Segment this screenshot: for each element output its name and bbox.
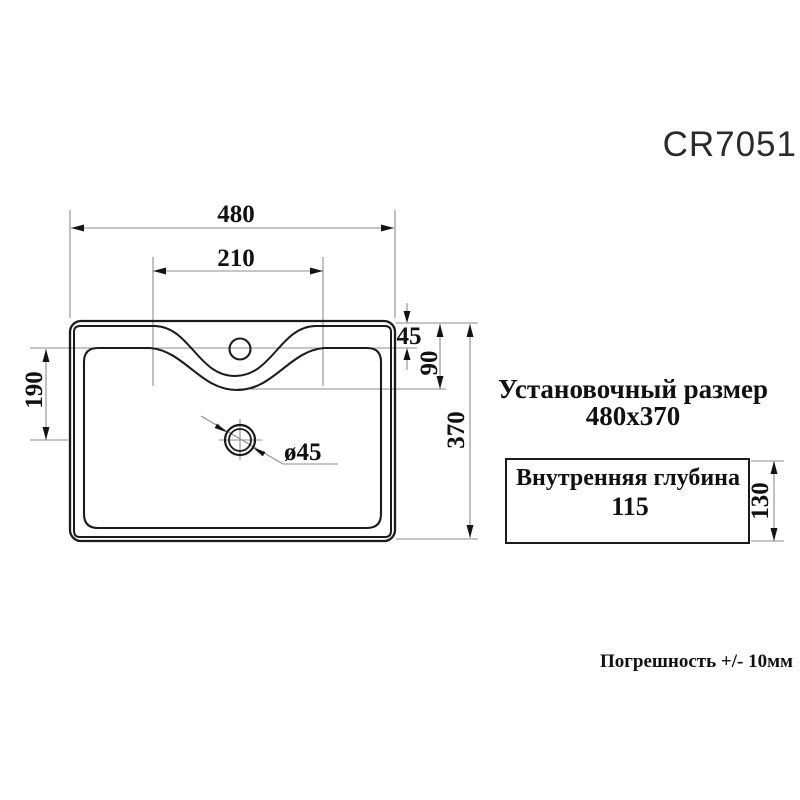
arrowhead-icon (403, 311, 411, 323)
dim-hole-to-drain-label: 190 (21, 371, 48, 409)
arrowhead-icon (466, 324, 474, 337)
arrowhead-icon (42, 427, 50, 440)
dim-overall-width-label: 480 (217, 201, 255, 228)
drain-hole-outer (223, 423, 257, 457)
arrowhead-icon (770, 461, 778, 474)
dim-hole-spacing-label: 210 (217, 245, 255, 272)
arrowhead-icon (436, 376, 444, 389)
inner-depth-label: Внутренняя глубина (516, 465, 740, 491)
arrowhead-icon (466, 525, 474, 538)
side-view: Внутренняя глубина 115 130 (505, 458, 784, 544)
arrowhead-icon (381, 224, 394, 232)
arrowhead-icon (42, 349, 50, 362)
arrowhead-icon (310, 267, 323, 275)
dimension-45: 45 (397, 303, 422, 370)
arrowhead-icon (153, 267, 166, 275)
drain-arrowhead-icon (214, 423, 228, 433)
dimension-480: 480 (71, 201, 394, 232)
arrowhead-icon (770, 528, 778, 541)
tolerance-note: Погрешность +/- 10мм (600, 651, 793, 672)
sink-rim-outline (73, 325, 392, 538)
drain-hole-inner (228, 428, 252, 452)
arrowhead-icon (71, 224, 84, 232)
dim-box-height-label: 130 (747, 482, 774, 520)
model-number: CR7051 (663, 125, 797, 164)
arrowhead-icon (403, 348, 411, 360)
sink-top-view (68, 319, 397, 543)
sink-basin-outline (82, 346, 383, 530)
dim-rim-to-hole-label: 45 (397, 323, 422, 350)
dimension-190: 190 (21, 349, 50, 440)
dimension-370: 370 (443, 324, 474, 538)
install-size-caption: Установочный размер 480x370 (498, 374, 768, 431)
dim-depth-label: 370 (443, 411, 470, 449)
faucet-hole (228, 337, 252, 361)
drain-diameter-label: ø45 (284, 439, 322, 466)
arrowhead-icon (436, 324, 444, 337)
install-size-line2: 480x370 (586, 401, 681, 431)
dim-rim-to-ledge-label: 90 (416, 351, 443, 376)
drain-leader-line (200, 415, 284, 465)
drain-arrowhead-icon (252, 447, 266, 457)
sink-outer-outline (68, 319, 397, 543)
inner-depth-value: 115 (611, 492, 649, 521)
install-size-line1: Установочный размер (498, 374, 768, 404)
dimension-210: 210 (153, 245, 323, 275)
depth-box (505, 458, 750, 544)
dimension-90: 90 (416, 324, 444, 389)
